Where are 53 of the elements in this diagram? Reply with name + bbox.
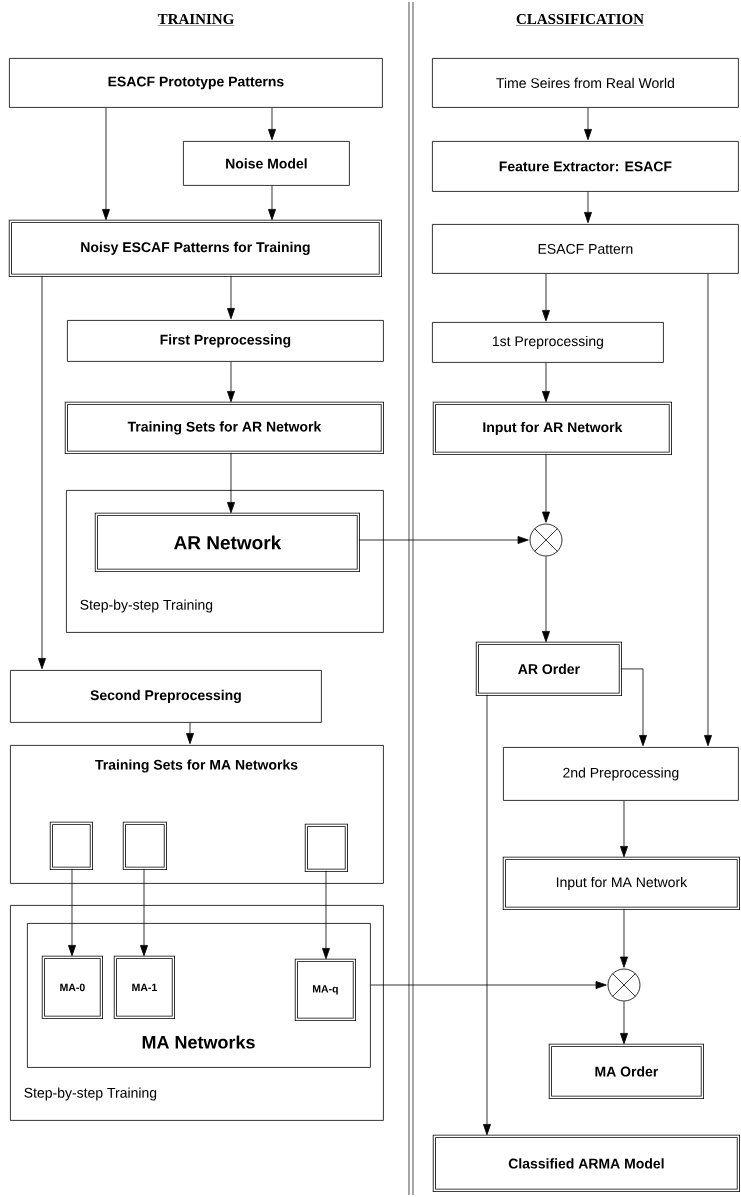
arrow [68,868,76,957]
arrow [620,800,628,858]
column-heading: CLASSIFICATION [515,14,645,26]
arrow [620,908,628,968]
data-box: Training Sets for AR Network [64,401,384,454]
arrow [140,868,148,957]
column-heading: TRAINING [157,14,235,26]
arrow [542,453,550,523]
network-box: AR Network [94,512,360,572]
network-box: MA-1 [113,955,175,1019]
multiplier-circle [607,968,641,1002]
pattern-square [49,821,93,870]
arrow [542,273,550,322]
arrow [227,275,235,320]
arrow [620,668,647,747]
arrow [542,362,550,403]
pattern-square [122,821,167,870]
network-box: MA-q [294,958,356,1021]
data-box: ESACF Pattern [432,224,739,274]
data-box: Noisy ESCAF Patterns for Training [8,219,382,277]
arrow [322,870,330,960]
data-box: Input for AR Network [432,401,672,455]
arrow [704,273,712,747]
multiplier-circle [529,523,563,557]
arrow [38,275,46,670]
arrow [483,694,491,1136]
arrow [620,1001,628,1045]
network-box: MA-0 [41,955,103,1019]
process-box: Feature Extractor: ESACF [432,141,739,192]
result-box: MA Order [548,1043,704,1099]
arrow [584,107,592,141]
arrow [227,361,235,403]
arrow [370,981,607,989]
arrow [102,107,110,221]
result-box: AR Order [475,641,622,696]
arrow [542,556,550,643]
result-box: Classified ARMA Model [432,1134,740,1192]
process-box: Time Seires from Real World [432,58,739,108]
process-box: ESACF Prototype Patterns [9,58,383,108]
arrow [268,107,276,141]
arrow [584,191,592,224]
process-box: 2nd Preprocessing [503,747,739,801]
arrow [227,452,235,514]
arrow [358,536,529,544]
data-box: Input for MA Network [502,856,740,910]
process-box: 1st Preprocessing [432,322,664,363]
process-box: First Preprocessing [67,320,384,362]
process-box: Noise Model [183,141,350,186]
group-box: Training Sets for MA Networks [10,745,384,884]
pattern-square [304,823,348,872]
arrow [186,722,194,745]
arrow [268,185,276,221]
process-box: Second Preprocessing [10,670,322,723]
